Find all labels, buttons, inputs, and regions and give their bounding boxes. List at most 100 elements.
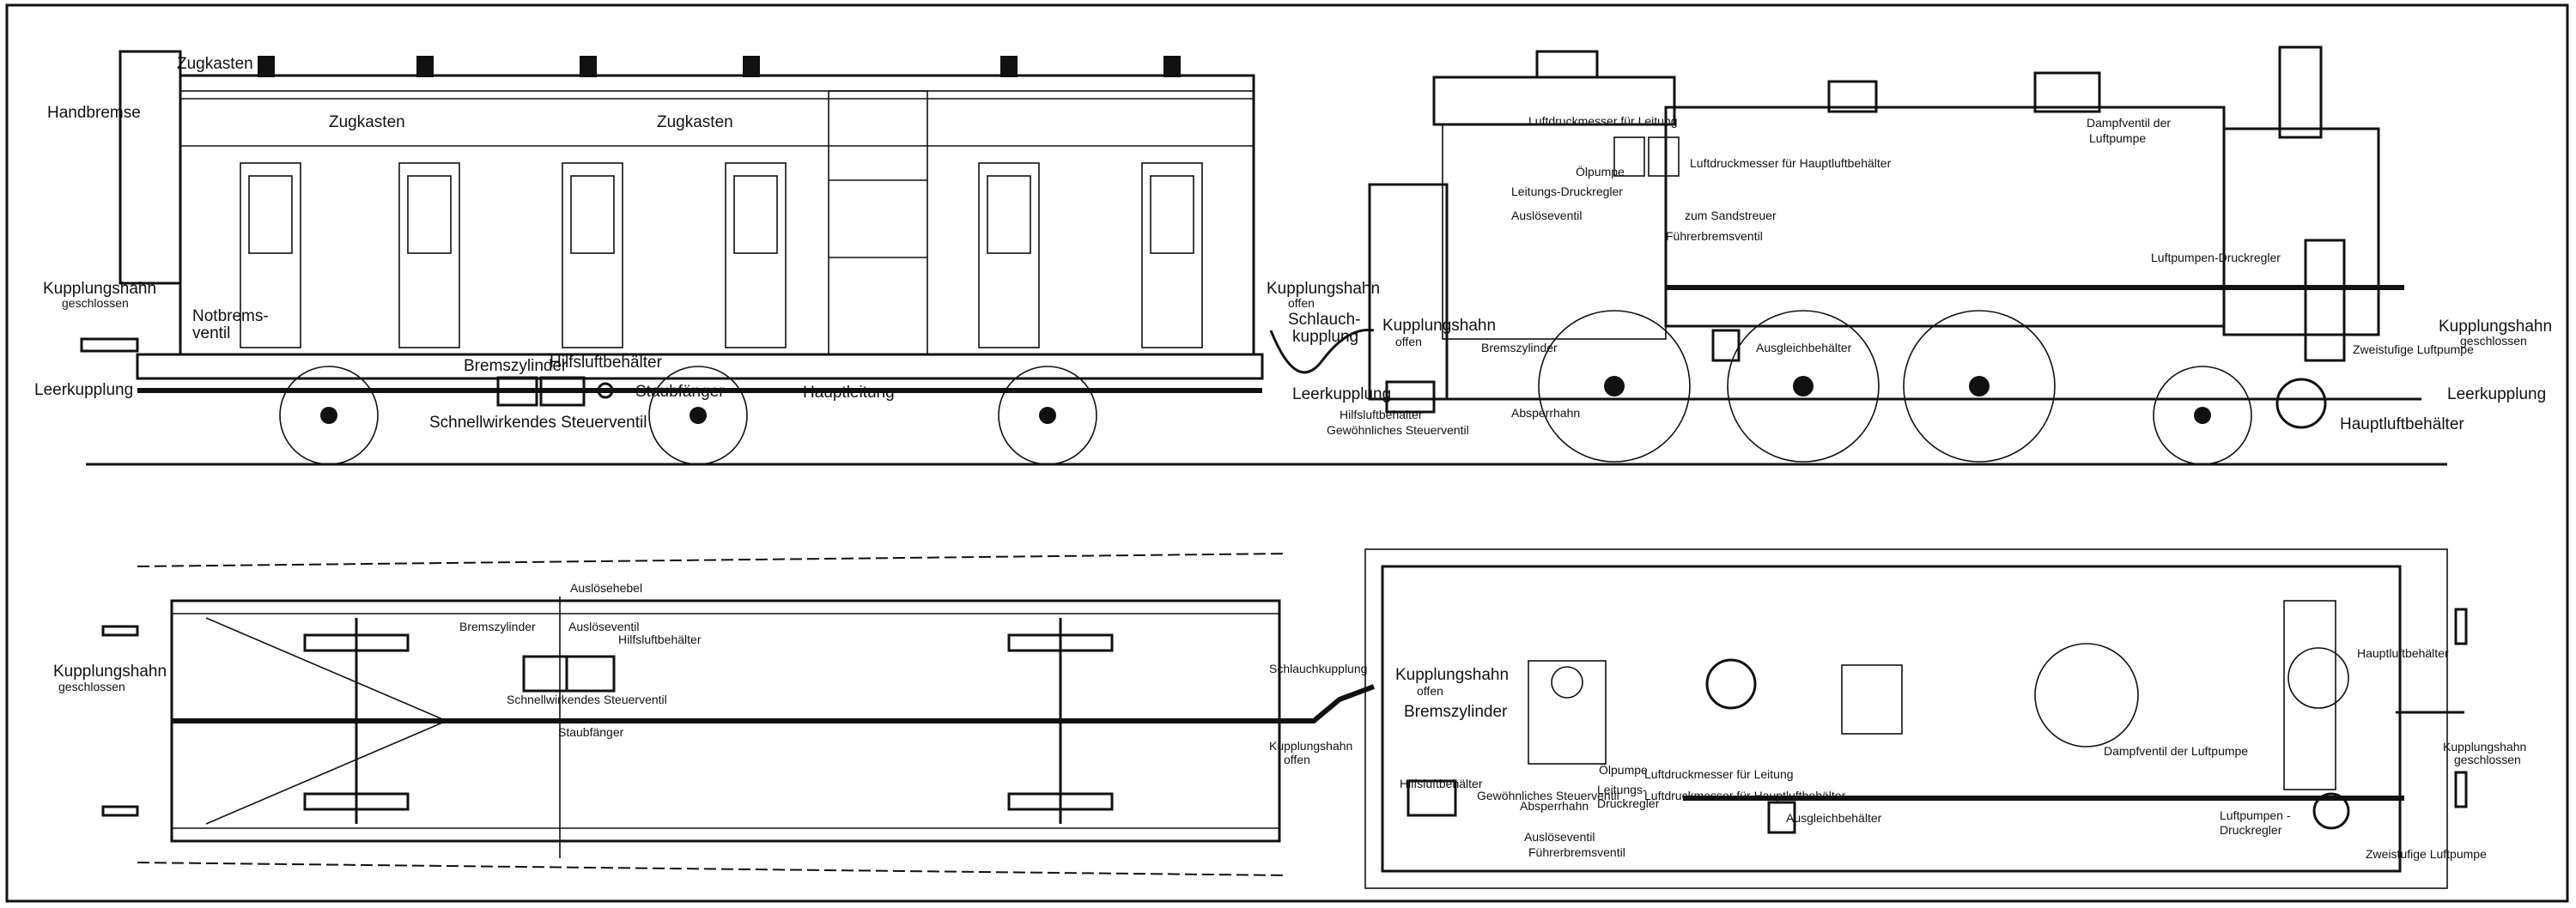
label-luftdruckmesser-leitung: Luftdruckmesser für Leitung bbox=[1528, 114, 1678, 128]
label-luftpumpen-druckregler: Luftpumpen - bbox=[2220, 808, 2291, 822]
steam-dome bbox=[2033, 71, 2101, 113]
driving-wheel bbox=[1538, 310, 1691, 463]
label-ausgleichbehaelter: Ausgleichbehälter bbox=[1786, 811, 1882, 825]
drawing-line bbox=[248, 175, 293, 254]
cab bbox=[1442, 124, 1667, 340]
label-staubfaenger: Staubfänger bbox=[558, 725, 624, 739]
drawing-line bbox=[320, 407, 337, 424]
drawing-line bbox=[1841, 664, 1903, 735]
label-staubfaenger: Staubfänger bbox=[635, 383, 725, 401]
label-leitungs-druckregler: Druckregler bbox=[1597, 796, 1660, 810]
drawing-line bbox=[1163, 56, 1181, 77]
label-state: geschlossen bbox=[2460, 334, 2527, 348]
label-schlauchkupplung: Schlauch- bbox=[1288, 311, 1361, 329]
brake-cabin bbox=[118, 50, 182, 285]
label-ausgleichbehaelter: Ausgleichbehälter bbox=[1756, 341, 1852, 354]
label-hilfsluftbehaelter: Hilfsluftbehälter bbox=[1340, 408, 1423, 421]
label-notbremsventil: ventil bbox=[192, 324, 230, 342]
label-schlauchkupplung: kupplung bbox=[1292, 328, 1358, 346]
drawing-line bbox=[240, 162, 301, 348]
wheel bbox=[648, 366, 748, 465]
label-gewoehnliches-steuerventil: Gewöhnliches Steuerventil bbox=[1477, 789, 1619, 802]
label-schlauchkupplung: Schlauchkupplung bbox=[1269, 662, 1367, 675]
label-bremszylinder: Bremszylinder bbox=[1481, 341, 1558, 354]
label-handbremse: Handbremse bbox=[47, 104, 141, 122]
drawing-line bbox=[1150, 175, 1194, 254]
drawing-line bbox=[1604, 376, 1625, 396]
wheel bbox=[279, 366, 379, 465]
control-valve bbox=[597, 382, 614, 399]
label-kupplungshahn: Kupplungshahn bbox=[1382, 317, 1496, 335]
brake-cylinder bbox=[496, 376, 538, 407]
label-leerkupplung: Leerkupplung bbox=[2447, 385, 2546, 403]
label-leitungs-druckregler: Leitungs-Druckregler bbox=[1511, 185, 1623, 198]
label-state: geschlossen bbox=[58, 680, 125, 693]
drawing-frame bbox=[5, 3, 2569, 903]
label-hauptluftbehaelter: Hauptluftbehälter bbox=[2357, 646, 2449, 660]
label-leerkupplung: Leerkupplung bbox=[1292, 385, 1391, 403]
drawing-line bbox=[690, 407, 707, 424]
label-fuehrerbremsventil: Führerbremsventil bbox=[1666, 229, 1763, 243]
drawing-line bbox=[2454, 771, 2468, 808]
label-hauptluftbehaelter: Hauptluftbehälter bbox=[2340, 415, 2464, 433]
hose-coupling bbox=[1269, 328, 1375, 374]
drawing-line bbox=[570, 175, 615, 254]
main-reservoir bbox=[2275, 378, 2327, 429]
label-absperrhahn: Absperrhahn bbox=[1520, 799, 1589, 813]
label-oelpumpe: Ölpumpe bbox=[1599, 762, 1648, 777]
luggage-door bbox=[828, 90, 928, 355]
label-kupplungshahn: Kupplungshahn bbox=[1269, 739, 1352, 753]
drawing-line bbox=[1535, 50, 1599, 79]
drawing-line bbox=[2194, 407, 2211, 424]
drawing-line bbox=[101, 805, 139, 817]
equalizing-reservoir bbox=[1711, 329, 1741, 362]
drawing-line bbox=[1648, 136, 1680, 177]
chimney bbox=[2278, 45, 2323, 139]
drawing-line bbox=[562, 162, 623, 348]
main-reservoir-plan bbox=[2283, 600, 2336, 790]
label-hauptleitung: Hauptleitung bbox=[803, 384, 895, 402]
label-leerkupplung: Leerkupplung bbox=[34, 381, 133, 399]
label-zugkasten: Zugkasten bbox=[177, 55, 253, 73]
driving-wheel bbox=[1727, 310, 1880, 463]
label-ausloesehebel: Auslösehebel bbox=[570, 581, 642, 595]
label-kupplungshahn: Kupplungshahn bbox=[1395, 666, 1509, 684]
label-state: geschlossen bbox=[62, 296, 129, 310]
drawing-line bbox=[1406, 779, 1457, 817]
label-zugkasten: Zugkasten bbox=[657, 113, 733, 131]
label-hilfsluftbehaelter: Hilfsluftbehälter bbox=[550, 354, 663, 372]
coal-bunker bbox=[1368, 183, 1449, 401]
compartment-doors bbox=[240, 162, 1203, 348]
label-state: geschlossen bbox=[2454, 753, 2521, 766]
drawing-line bbox=[258, 56, 275, 77]
label-kupplungshahn: Kupplungshahn bbox=[2443, 740, 2526, 754]
label-state: offen bbox=[1395, 335, 1422, 348]
drawing-line bbox=[580, 56, 597, 77]
loco-aux-reservoir bbox=[1385, 380, 1436, 414]
label-ausloeseventil: Auslöseventil bbox=[1524, 830, 1595, 844]
dome-plan bbox=[2034, 643, 2139, 748]
label-oelpumpe: Ölpumpe bbox=[1576, 164, 1625, 179]
drawing-line bbox=[743, 56, 760, 77]
label-ausloeseventil: Auslöseventil bbox=[1511, 209, 1583, 222]
loco-frame bbox=[1381, 565, 2402, 873]
auxiliary-reservoir bbox=[539, 376, 586, 407]
label-gewoehnliches-steuerventil: Gewöhnliches Steuerventil bbox=[1327, 423, 1469, 437]
label-fuehrerbremsventil: Führerbremsventil bbox=[1528, 845, 1625, 859]
drawing-line bbox=[2287, 647, 2349, 709]
drawing-line bbox=[2454, 608, 2468, 645]
label-schnellwirkendes-steuerventil: Schnellwirkendes Steuerventil bbox=[429, 414, 647, 432]
label-leitungs-druckregler: Leitungs- bbox=[1597, 783, 1647, 796]
drawing-line bbox=[205, 720, 447, 825]
wheel bbox=[998, 366, 1097, 465]
label-hilfsluftbehaelter: Hilfsluftbehälter bbox=[618, 633, 702, 646]
smokebox bbox=[2222, 127, 2380, 336]
locomotive-plan-view bbox=[1364, 548, 2468, 889]
drawing-line bbox=[987, 175, 1031, 254]
drawing-line bbox=[137, 553, 1289, 876]
side-view-labels: Zugkasten Zugkasten Zugkasten Handbremse… bbox=[34, 55, 2552, 437]
underframe bbox=[136, 353, 1264, 380]
plan-view-labels: Auslösehebel Bremszylinder Auslöseventil… bbox=[53, 581, 2526, 861]
drawing-line bbox=[1793, 376, 1814, 396]
